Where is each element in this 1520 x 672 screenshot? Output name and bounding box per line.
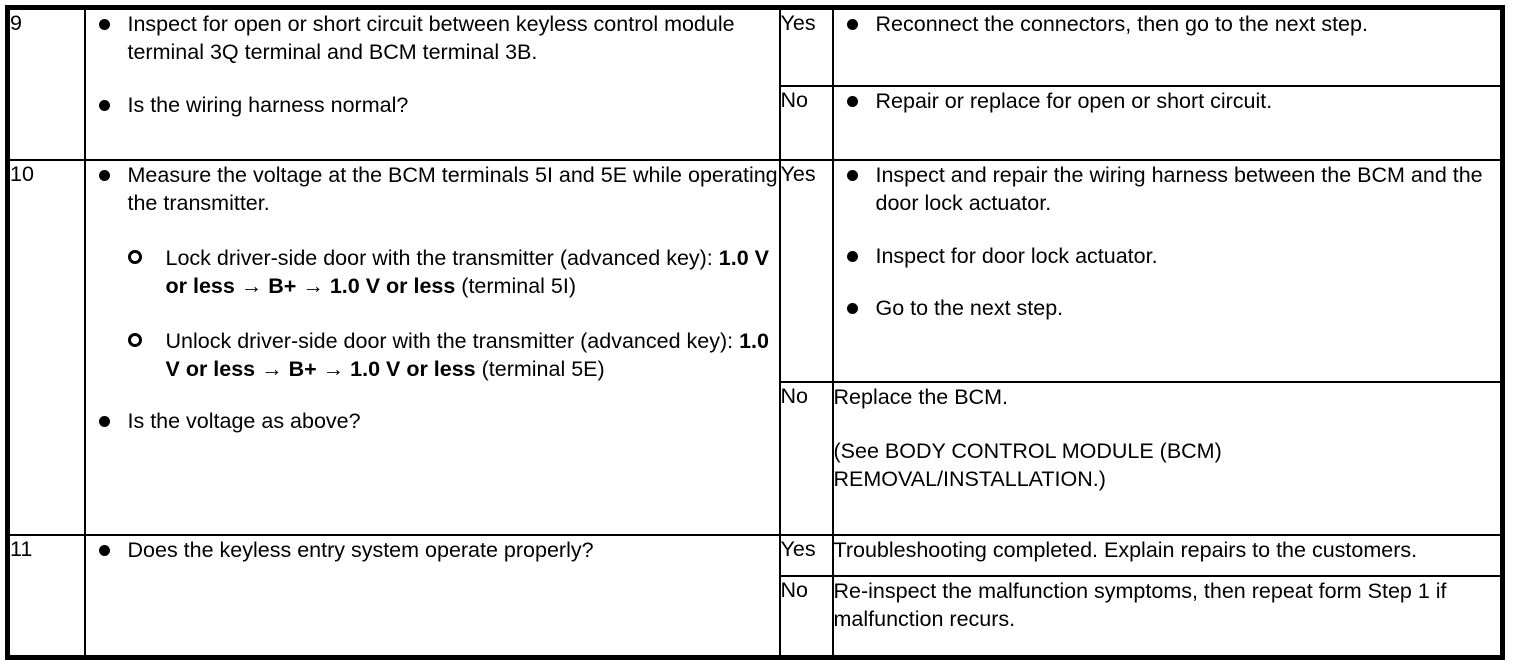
measurement-sublist: Lock driver-side door with the transmitt… (127, 244, 779, 384)
measurement-value-1: 1.0 V or less (165, 245, 769, 299)
step-number: 11 (10, 536, 33, 561)
instruction-text: Is the wiring harness normal? (127, 92, 409, 117)
measurement-value-1: 1.0 V or less (165, 328, 769, 381)
list-item: Inspect for open or short circuit betwee… (86, 10, 779, 67)
bullet-ring-icon (127, 327, 144, 355)
result-label: No (780, 383, 808, 408)
measurement-lead: Unlock driver-side door with the transmi… (165, 328, 740, 353)
measurement-lead: Lock driver-side door with the transmitt… (165, 245, 719, 270)
step-number: 9 (10, 11, 22, 35)
action-text: Inspect and repair the wiring harness be… (875, 163, 1483, 216)
list-item: Lock driver-side door with the transmitt… (127, 244, 779, 301)
instruction-list: Does the keyless entry system operate pr… (86, 536, 779, 564)
result-label: Yes (780, 11, 816, 35)
instruction-text: Is the voltage as above? (127, 409, 361, 434)
result-action-cell-yes: Inspect and repair the wiring harness be… (831, 159, 1504, 383)
arrow-icon: → (316, 356, 351, 381)
result-label-cell-no: No (778, 574, 834, 659)
table-row: 9 Inspect for open or short circuit betw… (6, 6, 1504, 162)
action-text: Inspect for door lock actuator. (875, 243, 1158, 268)
list-item: Inspect and repair the wiring harness be… (834, 161, 1501, 218)
table-row: 11 Does the keyless entry system operate… (6, 533, 1504, 659)
arrow-icon: → (255, 356, 289, 381)
step-number-cell: 9 (6, 6, 86, 162)
result-action-cell-no: Replace the BCM. (See BODY CONTROL MODUL… (831, 380, 1504, 536)
list-item: Measure the voltage at the BCM terminals… (86, 161, 779, 383)
result-label: Yes (780, 162, 816, 187)
bullet-dot-icon (98, 91, 117, 119)
result-label-cell-no: No (778, 380, 834, 536)
measurement-terminal: (terminal 5E) (475, 356, 605, 381)
action-text: Reconnect the connectors, then go to the… (875, 12, 1368, 36)
list-item: Reconnect the connectors, then go to the… (834, 10, 1501, 38)
result-action-cell-no: Repair or replace for open or short circ… (831, 84, 1504, 162)
instruction-list: Inspect for open or short circuit betwee… (86, 10, 779, 119)
step-number-cell: 11 (6, 533, 86, 659)
instruction-text: Measure the voltage at the BCM terminals… (127, 163, 778, 216)
table-row: No Replace the BCM. (See BODY CONTROL MO… (8, 380, 1504, 536)
action-list: Inspect and repair the wiring harness be… (834, 161, 1501, 323)
list-item: Does the keyless entry system operate pr… (86, 536, 779, 564)
bullet-dot-icon (846, 161, 865, 189)
result-label-cell-yes: Yes (778, 533, 834, 577)
instruction-text: Inspect for open or short circuit betwee… (127, 12, 735, 65)
measurement-terminal: (terminal 5I) (455, 274, 576, 299)
table-row: 10 Measure the voltage at the BCM termin… (6, 159, 1504, 536)
action-reference: (See BODY CONTROL MODULE (BCM) REMOVAL/I… (833, 438, 1222, 492)
list-item: Is the voltage as above? (86, 407, 779, 435)
result-label-cell-no: No (778, 84, 834, 162)
list-item: Go to the next step. (834, 294, 1501, 322)
result-action-cell-yes: Reconnect the connectors, then go to the… (831, 6, 1504, 87)
result-action-cell-yes: Troubleshooting completed. Explain repai… (831, 533, 1504, 577)
bullet-dot-icon (846, 294, 865, 322)
result-label-cell-yes: Yes (778, 6, 834, 87)
step-instruction-cell: Measure the voltage at the BCM terminals… (83, 159, 781, 536)
action-text: Repair or replace for open or short circ… (875, 88, 1273, 113)
arrow-icon: → (234, 274, 269, 299)
list-item: Inspect for door lock actuator. (834, 242, 1501, 270)
measurement-value-3: 1.0 V or less (329, 274, 456, 299)
action-list: Reconnect the connectors, then go to the… (834, 10, 1501, 38)
arrow-icon: → (296, 274, 330, 299)
measurement-value-3: 1.0 V or less (350, 356, 476, 381)
list-item: Is the wiring harness normal? (86, 91, 779, 119)
bullet-dot-icon (846, 87, 865, 115)
list-item: Unlock driver-side door with the transmi… (127, 327, 779, 384)
list-item: Repair or replace for open or short circ… (834, 87, 1501, 115)
result-label: Yes (780, 536, 816, 561)
instruction-list: Measure the voltage at the BCM terminals… (86, 161, 779, 436)
result-label: No (780, 87, 808, 112)
step-instruction-cell: Does the keyless entry system operate pr… (83, 533, 781, 659)
troubleshooting-table: 9 Inspect for open or short circuit betw… (5, 5, 1505, 660)
table-row: No Re-inspect the malfunction symptoms, … (8, 574, 1504, 659)
action-paragraph: Replace the BCM. (833, 384, 1008, 409)
step-number-cell: 10 (6, 159, 86, 536)
bullet-dot-icon (98, 10, 117, 38)
action-list: Repair or replace for open or short circ… (834, 87, 1501, 115)
action-text: Go to the next step. (875, 296, 1064, 321)
bullet-dot-icon (98, 407, 117, 435)
bullet-dot-icon (98, 161, 117, 189)
result-label: No (780, 577, 808, 602)
action-paragraph: Troubleshooting completed. Explain repai… (833, 537, 1418, 562)
step-number: 10 (10, 162, 34, 187)
action-paragraph: Re-inspect the malfunction symptoms, the… (833, 578, 1447, 632)
measurement-value-2: B+ (288, 356, 317, 381)
result-label-cell-yes: Yes (778, 159, 834, 383)
bullet-ring-icon (127, 244, 144, 272)
table-row: No Repair or replace for open or short c… (8, 84, 1504, 162)
bullet-dot-icon (846, 242, 865, 270)
bullet-dot-icon (846, 10, 865, 38)
bullet-dot-icon (98, 536, 117, 564)
measurement-value-2: B+ (268, 274, 297, 299)
step-instruction-cell: Inspect for open or short circuit betwee… (83, 6, 781, 162)
instruction-text: Does the keyless entry system operate pr… (127, 537, 594, 562)
result-action-cell-no: Re-inspect the malfunction symptoms, the… (831, 574, 1504, 659)
